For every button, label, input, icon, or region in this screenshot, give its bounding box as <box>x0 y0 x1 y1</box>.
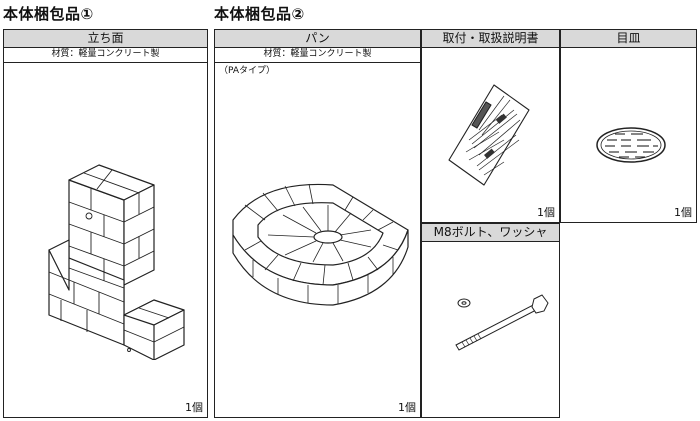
bolt-washer-header: M8ボルト、ワッシャ <box>422 224 559 242</box>
standing-panel-material: 材質：軽量コンクリート製 <box>4 47 207 63</box>
drain-cover-icon <box>596 127 666 163</box>
bolt-and-washer-icon <box>455 294 549 351</box>
instruction-manual-icon <box>448 84 530 186</box>
drain-cover-quantity: 1個 <box>674 206 692 219</box>
pan-material: 材質：軽量コンクリート製 <box>215 47 420 63</box>
manual-quantity: 1個 <box>537 206 555 219</box>
brick-wall-standing-panel-icon <box>48 164 185 360</box>
manual-header: 取付・取扱説明書 <box>422 30 559 48</box>
pan-header: パン <box>215 30 420 48</box>
semicircular-basin-pan-icon <box>232 183 409 306</box>
bolt-washer-card: M8ボルト、ワッシャ <box>421 223 560 418</box>
pan-card: パン 材質：軽量コンクリート製 （PAタイプ） <box>214 29 421 418</box>
drain-cover-card: 目皿 1個 <box>560 29 697 223</box>
package2-title: 本体梱包品② <box>214 5 305 23</box>
drain-cover-header: 目皿 <box>561 30 696 48</box>
standing-panel-quantity: 1個 <box>185 401 203 414</box>
pan-type-note: （PAタイプ） <box>219 66 276 76</box>
pan-quantity: 1個 <box>398 401 416 414</box>
standing-panel-header: 立ち面 <box>4 30 207 48</box>
manual-card: 取付・取扱説明書 1個 <box>421 29 560 223</box>
package1-title: 本体梱包品① <box>3 5 94 23</box>
standing-panel-card: 立ち面 材質：軽量コンクリート製 <box>3 29 208 418</box>
